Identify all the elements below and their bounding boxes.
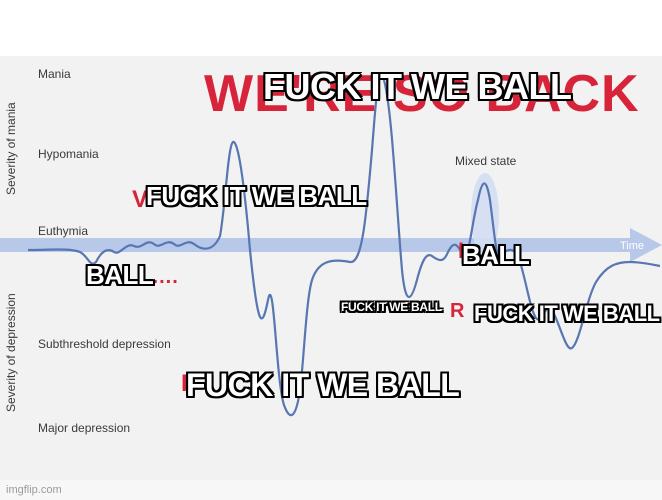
label-hypomania: Hypomania [38,147,99,161]
red-fragment-r: R [450,300,465,322]
caption-bottom: FUCK IT WE BALL [186,367,460,403]
caption-mid-small: FUCK IT WE BALL [341,300,442,314]
red-fragment-i-right: I [458,238,465,263]
side-label-depression: Severity of depression [4,293,18,412]
top-margin [0,0,662,56]
label-subthreshold: Subthreshold depression [38,337,171,351]
label-major-depression: Major depression [38,421,131,435]
chart-background [0,56,662,480]
chart-title-text: WE'RE SO BACK [204,65,640,123]
caption-left-ball: BALL [86,260,154,290]
time-label: Time [620,240,645,252]
caption-right: FUCK IT WE BALL [474,301,660,326]
caption-top: FUCK IT WE BALL [263,66,572,107]
caption-right-ball: BALL [462,240,530,270]
mood-line [27,75,661,417]
red-fragment-v: V [132,186,149,213]
red-fragment-i: I [181,370,188,397]
red-dots-left: ..... [146,266,179,288]
label-mania: Mania [38,67,71,81]
side-label-mania: Severity of mania [4,102,18,195]
chart-title: WE'RE SO BACK [204,64,640,124]
watermark: imgflip.com [6,484,62,496]
caption-upper-left: FUCK IT WE BALL [146,181,367,211]
bottom-margin [0,480,662,500]
mixed-state-label: Mixed state [455,154,517,168]
label-euthymia: Euthymia [38,224,89,238]
mixed-state-highlight [471,173,499,257]
